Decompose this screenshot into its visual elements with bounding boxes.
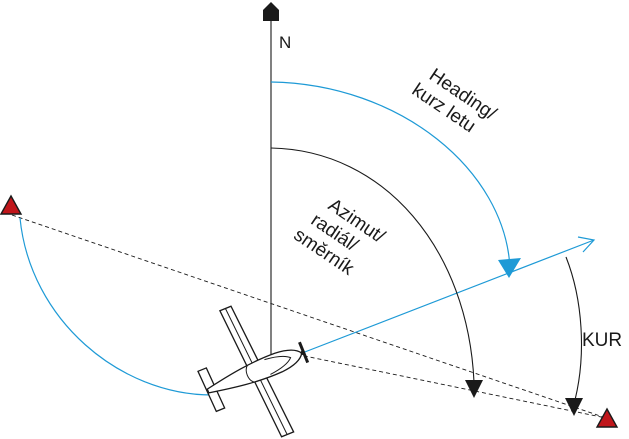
heading-arrowhead-icon xyxy=(498,258,521,278)
kur-arrowhead-icon xyxy=(565,398,583,416)
azimuth-arrowhead-icon xyxy=(465,380,483,398)
aircraft-to-station-dashed-line xyxy=(289,352,607,419)
heading-open-arrow-icon xyxy=(577,236,596,253)
heading-arc xyxy=(270,81,511,269)
north-label: N xyxy=(279,33,291,52)
north-pointer-icon xyxy=(263,2,279,21)
azimuth-label: Azimut/ radiál/ směrník xyxy=(290,195,389,280)
kur-arc xyxy=(565,256,583,401)
azimuth-arc xyxy=(270,147,475,383)
heading-course-line xyxy=(296,239,595,356)
heading-label: Heading/ kurz letu xyxy=(408,65,501,137)
red-triangle-icon xyxy=(595,407,619,428)
kur-label: KUR xyxy=(582,330,622,351)
red-triangle-icon xyxy=(0,194,23,215)
tail-to-station-curve xyxy=(19,217,213,396)
airplane-icon xyxy=(197,305,310,438)
